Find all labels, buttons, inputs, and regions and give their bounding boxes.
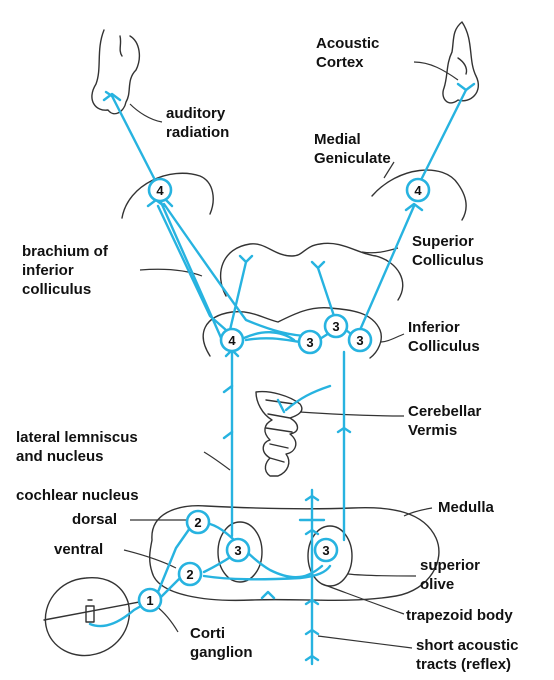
node-so-left-label: 3 xyxy=(234,543,241,558)
node-ic-mid-b: 3 xyxy=(325,315,347,337)
left-brachium-cross xyxy=(158,206,226,330)
right-brachium xyxy=(360,206,414,330)
node-ic-right: 3 xyxy=(349,329,371,351)
node-ic-mid-a: 3 xyxy=(299,331,321,353)
label-acoustic-cortex: Acoustic Cortex xyxy=(316,34,379,72)
leader-acoustic-cortex xyxy=(414,62,458,80)
leader-auditory-radiation xyxy=(130,104,162,122)
node-cn-dorsal: 2 xyxy=(187,511,209,533)
node-corti: 1 xyxy=(139,589,161,611)
node-mg-right-label: 4 xyxy=(414,183,422,198)
left-auditory-radiation xyxy=(112,96,156,182)
label-superior-olive: superior olive xyxy=(420,556,480,594)
leader-cerebellar-vermis xyxy=(300,412,404,416)
leader-inferior-colliculus xyxy=(380,334,404,342)
label-inferior-colliculus: Inferior Colliculus xyxy=(408,318,480,356)
node-so-right: 3 xyxy=(315,539,337,561)
leader-medulla xyxy=(404,508,432,516)
left-brachium-inner xyxy=(164,204,310,336)
label-superior-colliculus: Superior Colliculus xyxy=(412,232,484,270)
leader-superior-olive xyxy=(348,574,416,576)
label-cerebellar-vermis: Cerebellar Vermis xyxy=(408,402,481,440)
node-mg-left-label: 4 xyxy=(156,183,164,198)
vermis-fiber xyxy=(278,386,330,412)
leader-short-acoustic-tracts xyxy=(318,636,412,648)
label-ventral: ventral xyxy=(54,540,103,559)
node-cn-ventral: 2 xyxy=(179,563,201,585)
label-medulla: Medulla xyxy=(438,498,494,517)
leader-lateral-lemniscus xyxy=(204,452,230,470)
node-cn-ventral-label: 2 xyxy=(186,567,193,582)
mg-forks xyxy=(148,200,422,210)
node-ic-left: 4 xyxy=(221,329,243,351)
superior-colliculus-outline xyxy=(221,243,403,300)
label-lateral-lemniscus: lateral lemniscus and nucleus xyxy=(16,428,138,466)
label-dorsal: dorsal xyxy=(72,510,117,529)
node-ic-left-label: 4 xyxy=(228,333,236,348)
cochlea-outline xyxy=(44,578,150,656)
leader-superior-colliculus xyxy=(362,248,398,253)
node-ic-mid-a-label: 3 xyxy=(306,335,313,350)
leader-trapezoid-body xyxy=(322,584,404,614)
label-corti-ganglion: Corti ganglion xyxy=(190,624,253,662)
node-so-left: 3 xyxy=(227,539,249,561)
right-auditory-radiation xyxy=(422,90,466,178)
label-auditory-radiation: auditory radiation xyxy=(166,104,229,142)
node-ic-right-label: 3 xyxy=(356,333,363,348)
right-cortex-outline xyxy=(443,22,478,103)
node-ic-mid-b-label: 3 xyxy=(332,319,339,334)
node-mg-right: 4 xyxy=(407,179,429,201)
label-brachium: brachium of inferior colliculus xyxy=(22,242,108,299)
node-so-right-label: 3 xyxy=(322,543,329,558)
cortex-terminals xyxy=(104,84,474,100)
node-cn-dorsal-label: 2 xyxy=(194,515,201,530)
node-corti-label: 1 xyxy=(146,593,153,608)
label-short-acoustic-tracts: short acoustic tracts (reflex) xyxy=(416,636,519,674)
label-cochlear-nucleus: cochlear nucleus xyxy=(16,486,139,505)
label-trapezoid-body: trapezoid body xyxy=(406,606,513,625)
node-mg-left: 4 xyxy=(149,179,171,201)
label-medial-geniculate: Medial Geniculate xyxy=(314,130,391,168)
leader-corti-ganglion xyxy=(156,606,178,632)
